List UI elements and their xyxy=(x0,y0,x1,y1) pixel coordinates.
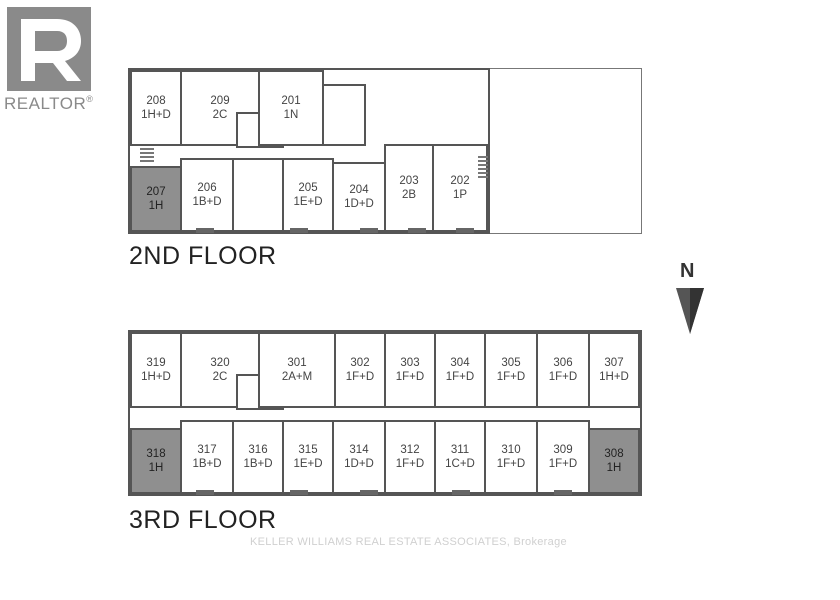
second-floor-stair-core xyxy=(232,158,284,232)
balcony xyxy=(196,228,214,233)
realtor-wordmark: REALTOR® xyxy=(4,94,94,113)
second-floor-stair-east xyxy=(478,156,488,180)
balcony xyxy=(456,228,474,233)
third-floor-label: 3RD FLOOR xyxy=(129,506,277,534)
realtor-logo-mark xyxy=(7,7,91,91)
balcony xyxy=(360,228,378,233)
north-letter: N xyxy=(680,260,695,282)
balcony xyxy=(360,490,378,495)
north-arrow-icon xyxy=(676,288,704,334)
balcony xyxy=(196,490,214,495)
second-floor-stair-west xyxy=(140,148,154,164)
second-floor-label: 2ND FLOOR xyxy=(129,242,277,270)
balcony xyxy=(408,228,426,233)
balcony xyxy=(290,490,308,495)
second-floor-service-room xyxy=(322,84,366,146)
north-arrow: N xyxy=(672,260,708,340)
balcony xyxy=(452,490,470,495)
brokerage-watermark: KELLER WILLIAMS REAL ESTATE ASSOCIATES, … xyxy=(250,536,567,548)
balcony xyxy=(290,228,308,233)
realtor-logo: REALTOR® xyxy=(0,0,100,120)
balcony xyxy=(554,490,572,495)
